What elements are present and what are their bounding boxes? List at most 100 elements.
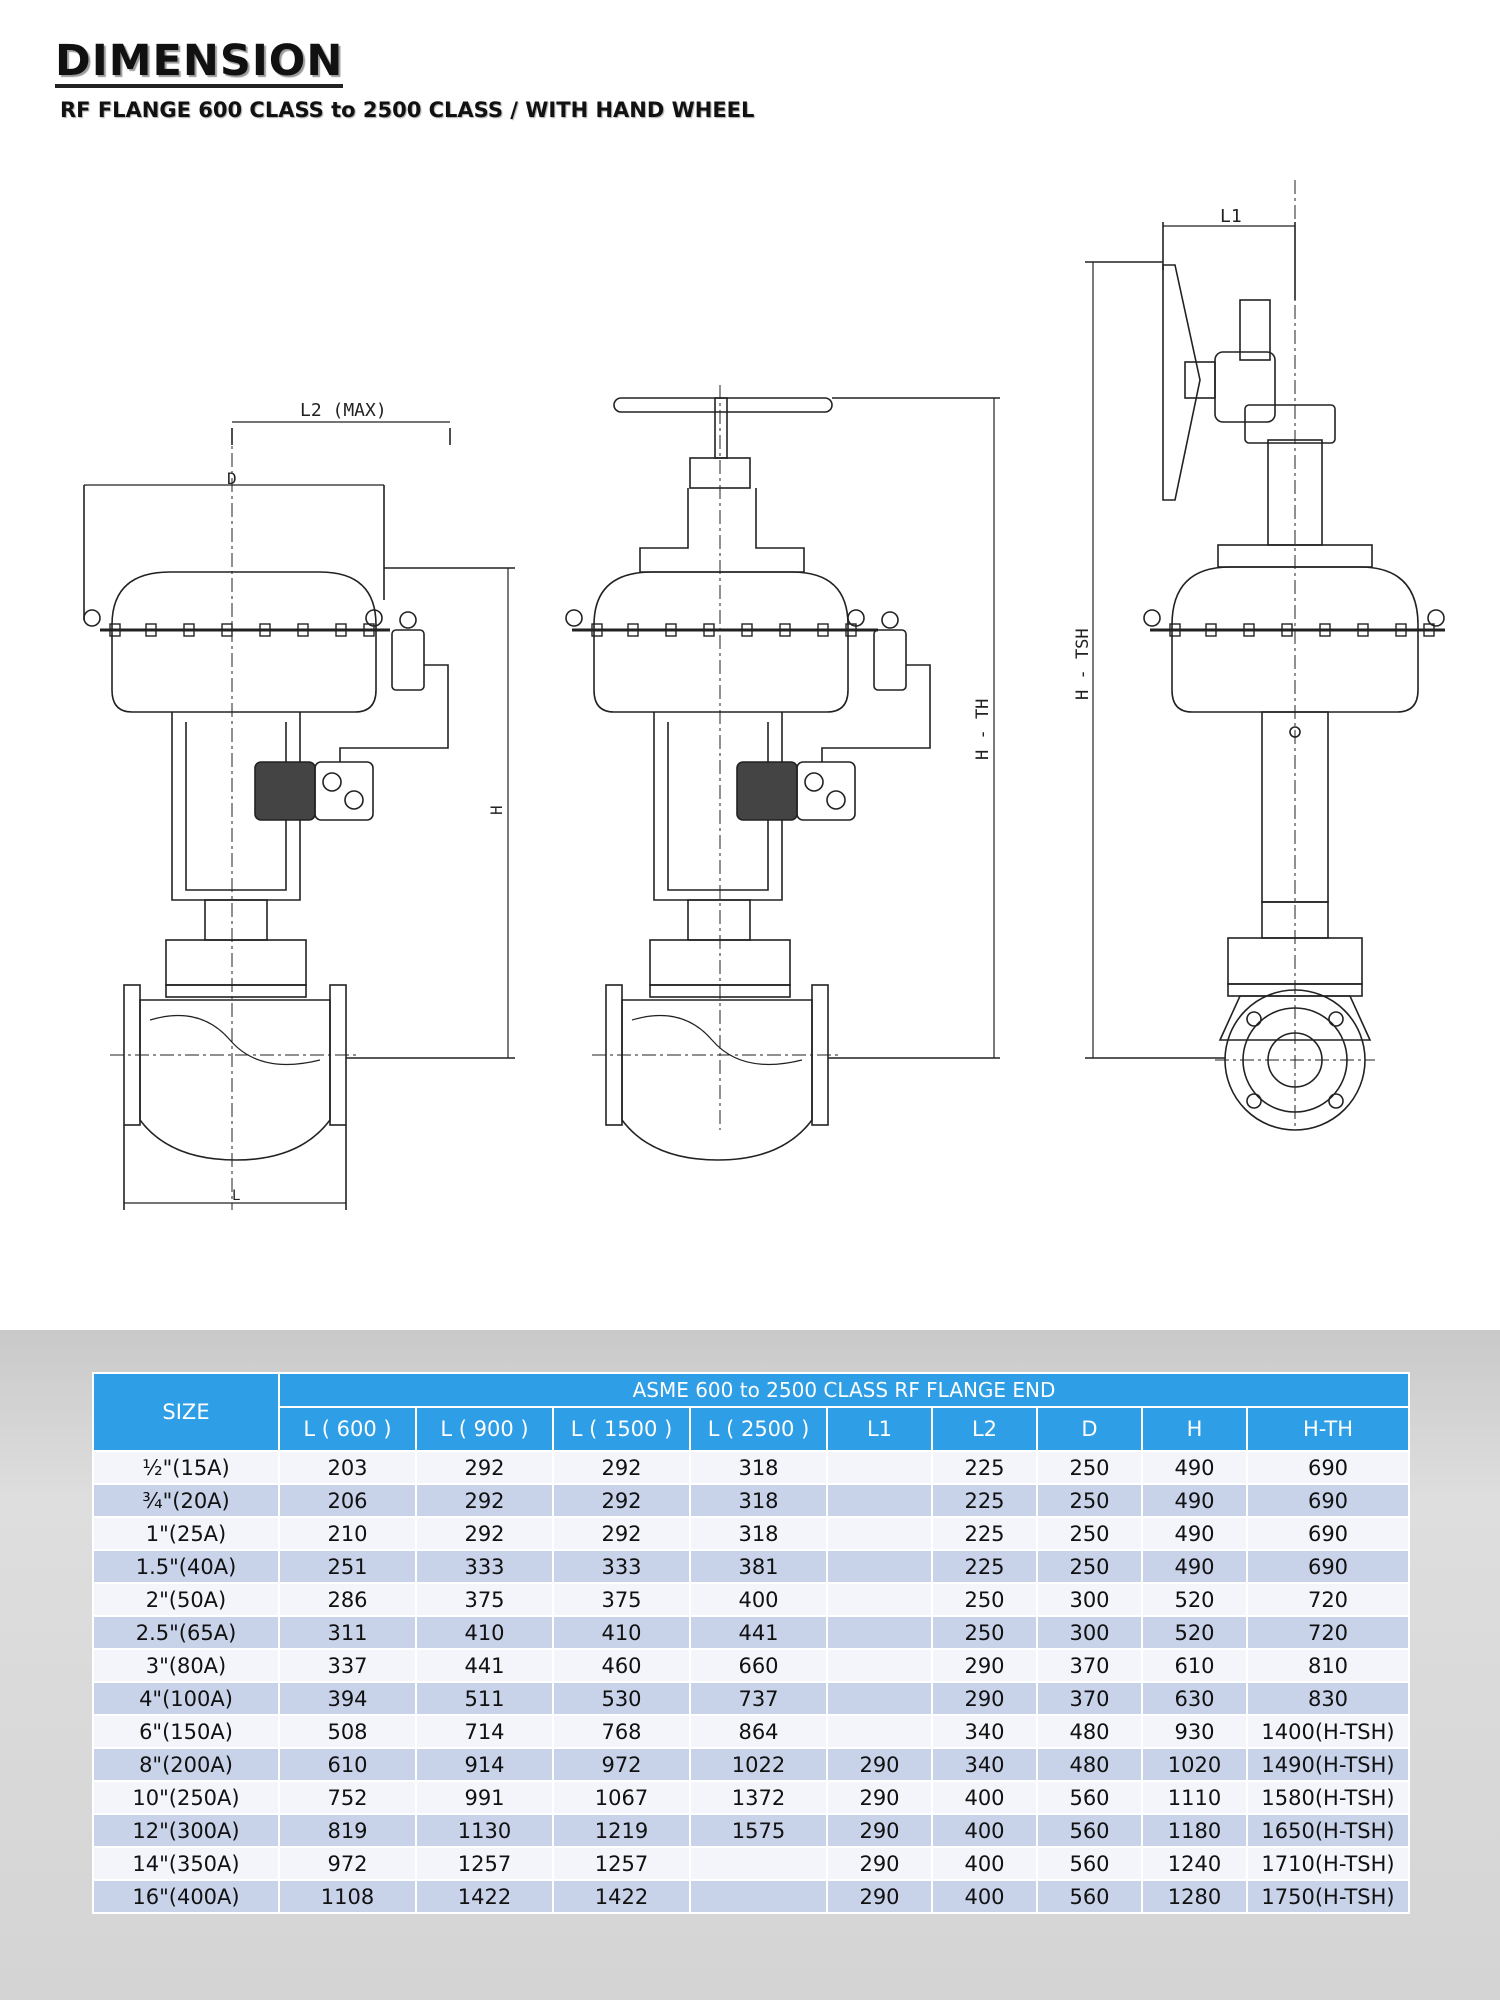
value-cell: 737 (689, 1681, 828, 1716)
value-cell: 340 (931, 1747, 1038, 1782)
value-cell (826, 1681, 933, 1716)
value-cell (826, 1549, 933, 1584)
column-header: L ( 2500 ) (689, 1406, 828, 1452)
value-cell: 1372 (689, 1780, 828, 1815)
value-cell: 410 (415, 1615, 554, 1650)
page-header: DIMENSION RF FLANGE 600 CLASS to 2500 CL… (55, 38, 754, 122)
value-cell: 292 (552, 1483, 691, 1518)
dim-label-l1: L1 (1220, 206, 1242, 227)
value-cell: 251 (278, 1549, 417, 1584)
value-cell: 511 (415, 1681, 554, 1716)
value-cell: 1022 (689, 1747, 828, 1782)
value-cell: 203 (278, 1450, 417, 1485)
value-cell: 292 (415, 1483, 554, 1518)
value-cell: 1575 (689, 1813, 828, 1848)
value-cell: 1108 (278, 1879, 417, 1914)
value-cell: 400 (931, 1780, 1038, 1815)
column-header: H-TH (1245, 1406, 1411, 1452)
value-cell: 480 (1036, 1747, 1143, 1782)
value-cell: 1580(H-TSH) (1245, 1780, 1411, 1815)
size-cell: 16"(400A) (92, 1879, 280, 1914)
value-cell: 1400(H-TSH) (1245, 1714, 1411, 1749)
value-cell (689, 1846, 828, 1881)
value-cell: 290 (931, 1648, 1038, 1683)
value-cell: 714 (415, 1714, 554, 1749)
value-cell: 250 (931, 1582, 1038, 1617)
value-cell: 225 (931, 1516, 1038, 1551)
size-cell: 1"(25A) (92, 1516, 280, 1551)
value-cell: 690 (1245, 1450, 1411, 1485)
value-cell: 250 (1036, 1450, 1143, 1485)
value-cell: 410 (552, 1615, 691, 1650)
page-title: DIMENSION (55, 36, 344, 88)
valve-middle-view: H - TH (565, 385, 1000, 1161)
value-cell: 290 (826, 1846, 933, 1881)
value-cell: 560 (1036, 1846, 1143, 1881)
value-cell (826, 1615, 933, 1650)
value-cell: 610 (278, 1747, 417, 1782)
value-cell: 690 (1245, 1549, 1411, 1584)
value-cell: 991 (415, 1780, 554, 1815)
value-cell: 972 (552, 1747, 691, 1782)
value-cell: 490 (1141, 1483, 1248, 1518)
value-cell: 520 (1141, 1582, 1248, 1617)
value-cell: 340 (931, 1714, 1038, 1749)
value-cell: 441 (689, 1615, 828, 1650)
dim-label-h-tsh: H - TSH (1073, 628, 1093, 700)
group-header: ASME 600 to 2500 CLASS RF FLANGE END (277, 1372, 1411, 1408)
value-cell: 560 (1036, 1780, 1143, 1815)
value-cell: 610 (1141, 1648, 1248, 1683)
value-cell: 381 (689, 1549, 828, 1584)
column-header: L ( 600 ) (278, 1406, 417, 1452)
value-cell: 318 (689, 1483, 828, 1518)
size-cell: 10"(250A) (92, 1780, 280, 1815)
value-cell: 400 (931, 1846, 1038, 1881)
value-cell: 1257 (552, 1846, 691, 1881)
value-cell: 290 (826, 1747, 933, 1782)
page-subtitle: RF FLANGE 600 CLASS to 2500 CLASS / WITH… (60, 98, 755, 122)
column-header: H (1141, 1406, 1248, 1452)
size-cell: 1.5"(40A) (92, 1549, 280, 1584)
value-cell: 1750(H-TSH) (1245, 1879, 1411, 1914)
value-cell: 290 (826, 1879, 933, 1914)
value-cell: 206 (278, 1483, 417, 1518)
value-cell: 375 (415, 1582, 554, 1617)
value-cell: 752 (278, 1780, 417, 1815)
value-cell: 819 (278, 1813, 417, 1848)
value-cell: 1257 (415, 1846, 554, 1881)
value-cell: 333 (415, 1549, 554, 1584)
value-cell: 480 (1036, 1714, 1143, 1749)
value-cell (826, 1714, 933, 1749)
value-cell: 830 (1245, 1681, 1411, 1716)
value-cell: 1280 (1141, 1879, 1248, 1914)
dimension-table: SIZE ASME 600 to 2500 CLASS RF FLANGE EN… (92, 1372, 1411, 1914)
value-cell: 290 (826, 1813, 933, 1848)
value-cell: 394 (278, 1681, 417, 1716)
value-cell: 375 (552, 1582, 691, 1617)
value-cell: 560 (1036, 1879, 1143, 1914)
value-cell: 292 (415, 1516, 554, 1551)
column-header: L ( 900 ) (415, 1406, 554, 1452)
column-header: L1 (826, 1406, 933, 1452)
value-cell: 400 (931, 1879, 1038, 1914)
value-cell: 864 (689, 1714, 828, 1749)
value-cell: 400 (931, 1813, 1038, 1848)
dim-label-h-th: H - TH (973, 699, 993, 760)
value-cell: 972 (278, 1846, 417, 1881)
value-cell: 560 (1036, 1813, 1143, 1848)
value-cell (826, 1516, 933, 1551)
size-cell: ½"(15A) (92, 1450, 280, 1485)
value-cell: 286 (278, 1582, 417, 1617)
value-cell: 690 (1245, 1516, 1411, 1551)
valve-dimension-drawing: L2 (MAX) D (83, 180, 1445, 1210)
